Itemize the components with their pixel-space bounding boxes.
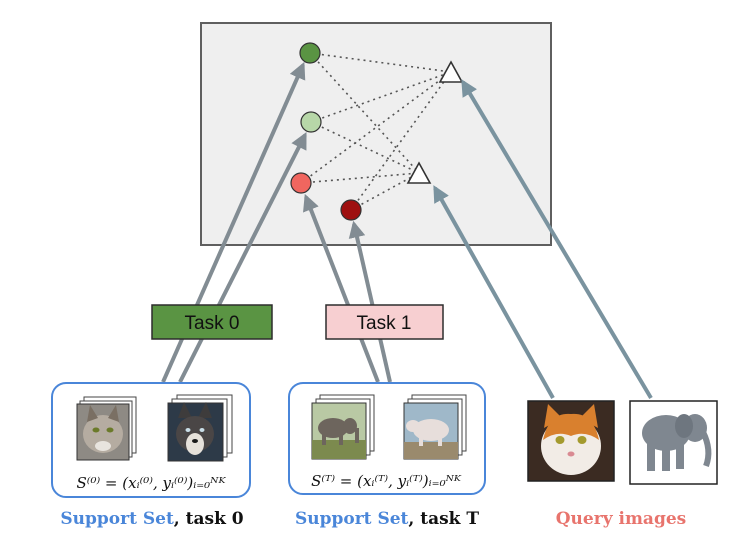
query-triangle-top: [438, 60, 464, 83]
node-light-green: [300, 111, 322, 133]
task0-box: [151, 304, 273, 340]
query-triangle-bottom: [406, 161, 432, 184]
query-images-caption: Query images: [556, 509, 686, 529]
query-elephant-image: [629, 400, 718, 485]
node-dark-green: [299, 42, 321, 64]
support-set-1-formula: S⁽ᵀ⁾ = (xᵢ⁽ᵀ⁾, yᵢ⁽ᵀ⁾)ᵢ₌₀ᴺᴷ: [311, 472, 462, 490]
embedding-space-panel: [200, 22, 552, 246]
pig-image: [403, 394, 467, 460]
elephant-image: [311, 394, 375, 460]
husky-image: [167, 394, 233, 462]
support-set-0-formula: S⁽⁰⁾ = (xᵢ⁽⁰⁾, yᵢ⁽⁰⁾)ᵢ₌₀ᴺᴷ: [77, 474, 227, 492]
task1-label: Task 1: [357, 313, 412, 334]
node-light-red: [290, 172, 312, 194]
task1-box: [325, 304, 444, 340]
cat-image: [76, 396, 137, 461]
support-set-0-caption: Support Set, task 0: [60, 509, 243, 529]
query-cat-image: [527, 400, 615, 482]
node-dark-red: [340, 199, 362, 221]
dotted-connections: [300, 52, 452, 211]
task0-label: Task 0: [185, 313, 240, 334]
query-arrows: [433, 79, 653, 400]
support-set-1-caption: Support Set, task T: [295, 509, 479, 529]
